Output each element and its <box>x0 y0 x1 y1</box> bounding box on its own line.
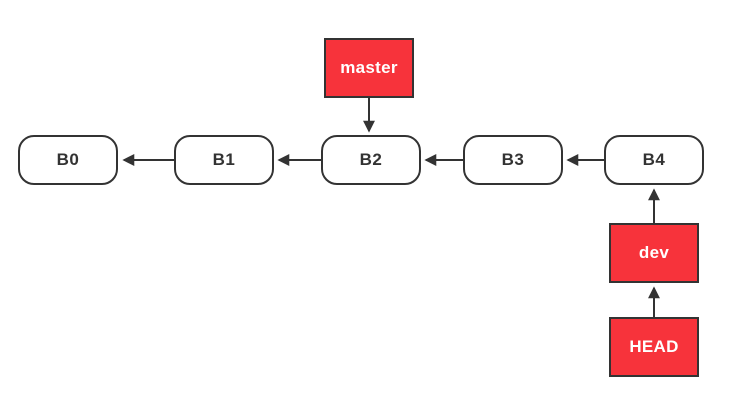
branch-tag-dev: dev <box>609 223 699 283</box>
commit-label: B2 <box>359 150 383 169</box>
branch-tag-master: master <box>324 38 414 98</box>
head-tag-label: HEAD <box>629 337 679 356</box>
branch-tag-label: dev <box>638 243 670 262</box>
commit-label: B3 <box>501 150 525 169</box>
commit-label: B0 <box>56 150 80 169</box>
head-tag: HEAD <box>609 317 699 377</box>
commit-node-b1: B1 <box>174 135 274 185</box>
commit-node-b3: B3 <box>463 135 563 185</box>
commit-label: B4 <box>642 150 666 169</box>
commit-node-b4: B4 <box>604 135 704 185</box>
branch-tag-label: master <box>340 58 398 77</box>
commit-label: B1 <box>212 150 236 169</box>
commit-node-b2: B2 <box>321 135 421 185</box>
commit-node-b0: B0 <box>18 135 118 185</box>
